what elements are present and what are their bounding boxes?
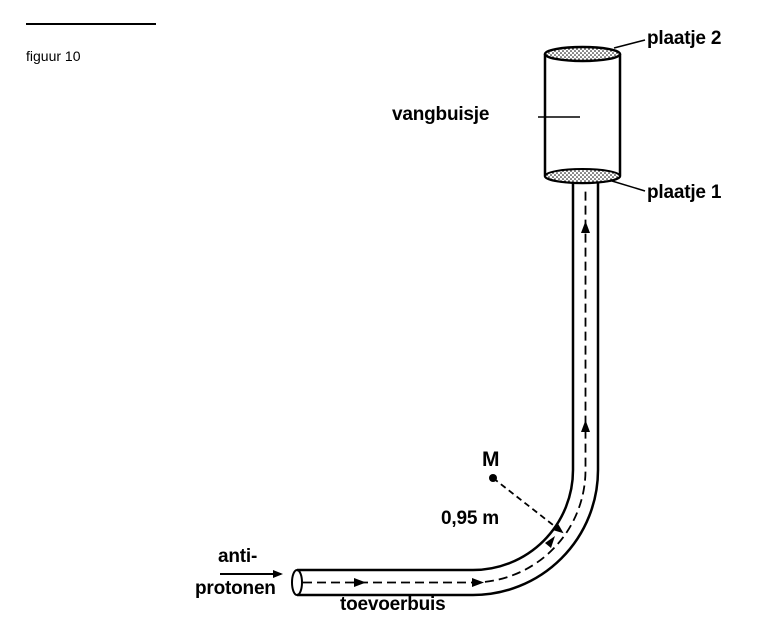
direction-arrows xyxy=(354,221,590,587)
antiproton-path xyxy=(303,190,587,584)
label-antiprotons-2: protonen xyxy=(195,578,276,599)
leader-plate1 xyxy=(611,180,646,192)
feed-tube xyxy=(291,182,600,597)
label-point-m: M xyxy=(482,448,500,471)
label-capture-tube: vangbuisje xyxy=(392,104,490,125)
radius-line xyxy=(492,477,564,534)
plate-2 xyxy=(543,45,622,63)
capture-tube xyxy=(543,54,622,185)
header-rule xyxy=(26,23,156,25)
label-antiprotons-1: anti- xyxy=(218,546,258,567)
leader-plate2 xyxy=(613,39,646,49)
label-radius: 0,95 m xyxy=(441,508,499,529)
figure-label: figuur 10 xyxy=(26,48,81,64)
plate-1 xyxy=(544,168,621,184)
label-plate2: plaatje 2 xyxy=(647,28,722,49)
label-plate1: plaatje 1 xyxy=(647,182,722,203)
label-feed-tube: toevoerbuis xyxy=(340,594,446,615)
